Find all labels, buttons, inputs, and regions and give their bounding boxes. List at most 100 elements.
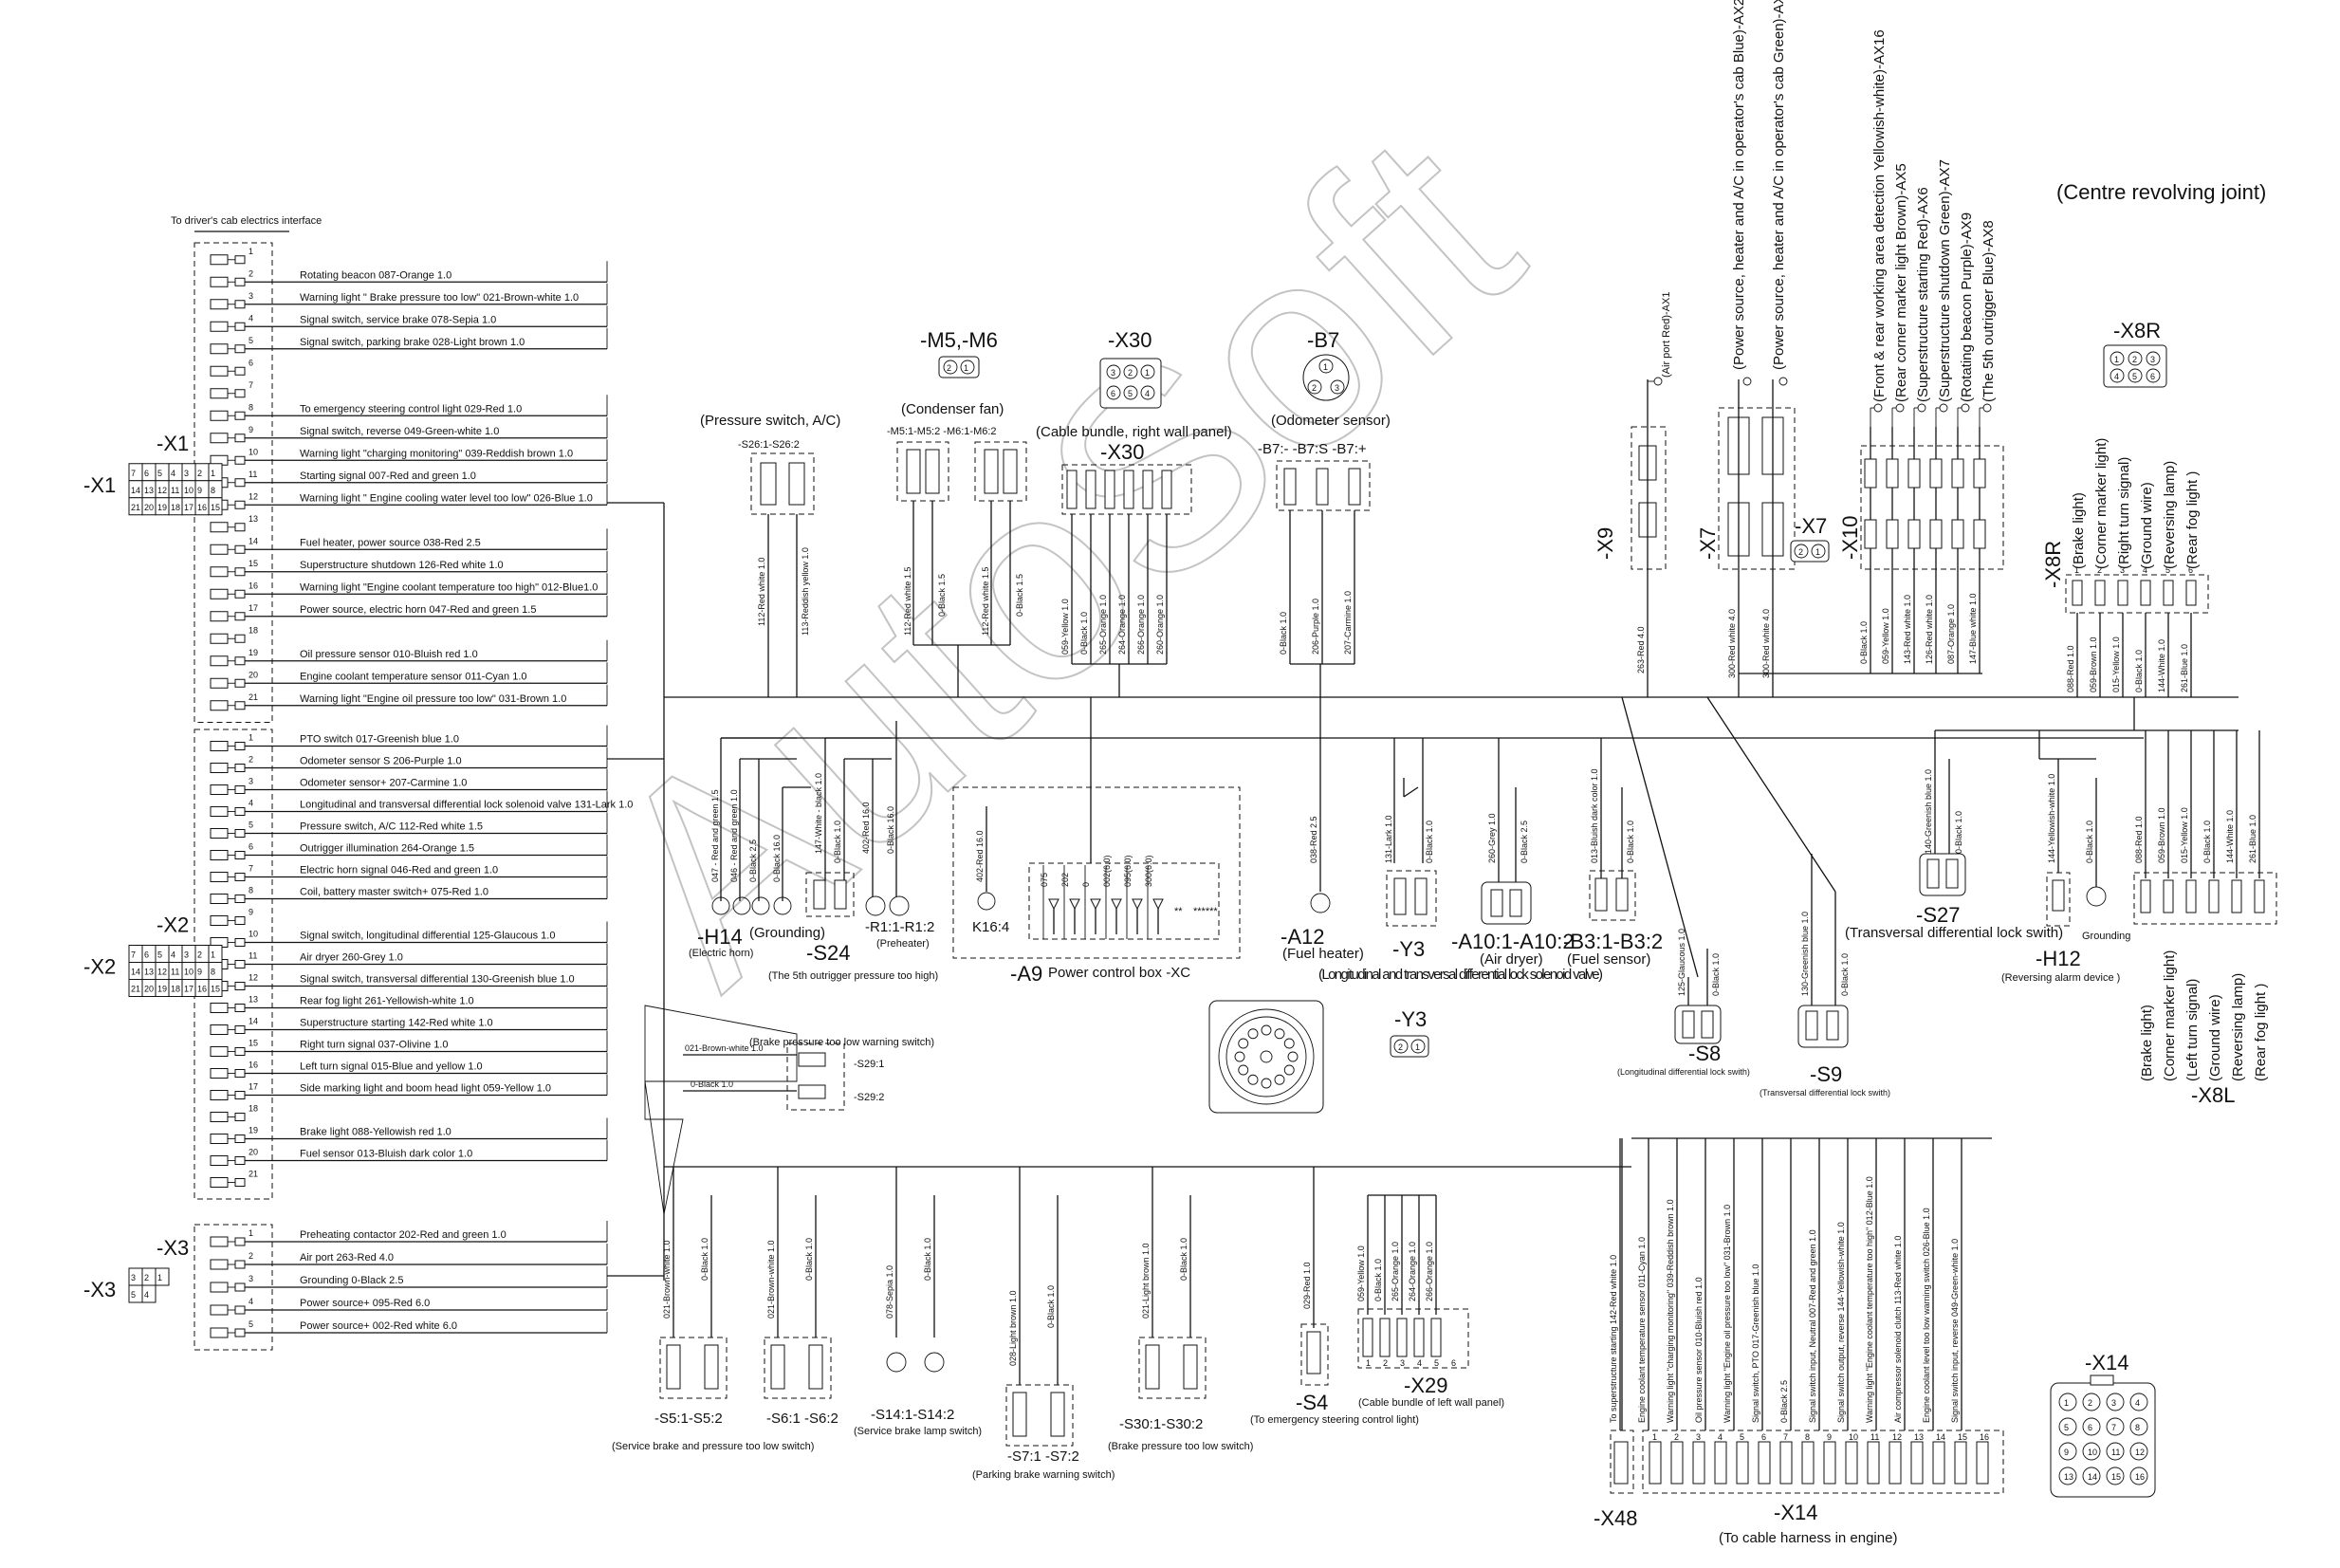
x30-face bbox=[1099, 358, 1162, 409]
x14-face-pin: 5 bbox=[2064, 1423, 2069, 1432]
x14-face-pin: 4 bbox=[2135, 1398, 2140, 1408]
driver-interface-caption: To driver's cab electrics interface bbox=[171, 215, 322, 227]
x2-wire: Signal switch, longitudinal differential… bbox=[245, 921, 608, 944]
x8r-caption: (Rear fog light ) bbox=[2184, 471, 2201, 569]
svg-text:021-Brown-white 1.0: 021-Brown-white 1.0 bbox=[685, 1043, 764, 1053]
a9-column-label: 0 bbox=[1081, 882, 1091, 887]
x1-wire: Warning light "charging monitoring" 039-… bbox=[245, 439, 608, 461]
x2-label: -X2 bbox=[157, 913, 189, 937]
x29-pin: 2 bbox=[1383, 1358, 1388, 1368]
x1-wire: Engine coolant temperature sensor 011-Cy… bbox=[245, 662, 608, 684]
x1-wire: Warning light " Brake pressure too low" … bbox=[245, 283, 608, 305]
x1-label-left: -X1 bbox=[83, 473, 116, 497]
x8l-caption: (Brake light) bbox=[2139, 1005, 2155, 1081]
svg-text:1: 1 bbox=[964, 363, 968, 373]
s26-title: (Pressure switch, A/C) bbox=[700, 413, 840, 429]
component-x8l: 088-Red 1.0(Brake light)059-Brown 1.0(Co… bbox=[2133, 730, 2277, 1107]
x10-outline bbox=[1860, 445, 2004, 570]
x10-caption: (Superstructure starting Red)-AX6 bbox=[1915, 187, 1931, 402]
a10-title: (Air dryer) bbox=[1480, 951, 1543, 968]
x2-face-pin: 11 bbox=[171, 968, 179, 977]
x2-face-pin: 5 bbox=[157, 950, 162, 960]
x2-pin-number: 1 bbox=[249, 733, 253, 743]
s9-label: -S9 bbox=[1810, 1062, 1842, 1086]
x2-pin-number: 5 bbox=[249, 821, 253, 830]
x29-pin: 1 bbox=[1366, 1358, 1371, 1368]
x9-label: -X9 bbox=[1594, 527, 1617, 560]
x2-pin-row: 14 bbox=[210, 1017, 258, 1035]
x2-pin-number: 8 bbox=[249, 886, 253, 895]
x1-pin-number: 5 bbox=[249, 336, 253, 345]
x2-pin-number: 18 bbox=[249, 1104, 258, 1114]
s30-wire-1: 021-Light brown 1.0 bbox=[1141, 1243, 1151, 1319]
x1-face-pin: 5 bbox=[157, 469, 162, 478]
x30-face-pin: 5 bbox=[1128, 389, 1133, 398]
x14-wire-label: Signal switch input, Neutral 007-Red and… bbox=[1808, 1229, 1817, 1423]
a9-column-label: 095(6.0) bbox=[1123, 855, 1133, 887]
x1-pin-row: 10 bbox=[210, 447, 258, 466]
x1-pin-row: 9 bbox=[210, 425, 253, 444]
x29-title: (Cable bundle of left wall panel) bbox=[1358, 1397, 1504, 1409]
svg-text:-S29:1: -S29:1 bbox=[854, 1059, 884, 1070]
x2-wire-label: Air dryer 260-Grey 1.0 bbox=[300, 952, 403, 964]
component-s29: (Brake pressure too low warning switch) … bbox=[644, 1005, 934, 1215]
x8r-caption: (Corner marker light) bbox=[2093, 438, 2110, 569]
x30-face-pin: 4 bbox=[1145, 389, 1150, 398]
x2-wire-label: Left turn signal 015-Blue and yellow 1.0 bbox=[300, 1061, 483, 1073]
x29-wire-label: 266-Orange 1.0 bbox=[1425, 1242, 1434, 1301]
x14-pin: 2 bbox=[1674, 1432, 1679, 1442]
x2-wire: Electric horn signal 046-Red and green 1… bbox=[245, 856, 608, 878]
x8r-caption: (Brake light) bbox=[2071, 492, 2087, 569]
svg-text:0-Black 16.0: 0-Black 16.0 bbox=[886, 806, 895, 854]
x2-pin-number: 20 bbox=[249, 1148, 258, 1157]
x1-face-pin: 7 bbox=[131, 469, 136, 478]
x2-face-pin: 8 bbox=[211, 968, 215, 977]
x14-pin: 11 bbox=[1870, 1432, 1879, 1442]
s14-wire-2: 0-Black 1.0 bbox=[923, 1238, 932, 1281]
x2-pin-number: 12 bbox=[249, 973, 258, 983]
x8l-caption: (Ground wire) bbox=[2207, 994, 2223, 1081]
x14-wire-label: To superstructure starting 142-Red white… bbox=[1609, 1255, 1618, 1423]
x2-face-pin: 19 bbox=[157, 985, 167, 994]
x1-face-pin: 3 bbox=[184, 469, 189, 478]
x3-pin-number: 2 bbox=[249, 1251, 253, 1261]
x1-wire: Starting signal 007-Red and green 1.0 bbox=[245, 461, 608, 484]
svg-text:3: 3 bbox=[1335, 383, 1339, 393]
x2-wire-label: Signal switch, longitudinal differential… bbox=[300, 931, 555, 942]
x3-face-pin: 4 bbox=[144, 1290, 149, 1300]
h12-title: (Reversing alarm device ) bbox=[2001, 972, 2120, 984]
x1-pin-number: 18 bbox=[249, 625, 258, 635]
x2-pin-row: 6 bbox=[210, 842, 253, 860]
x8r-pin-number: 6 bbox=[2188, 565, 2193, 575]
x8r-caption: (Reversing lamp) bbox=[2162, 461, 2178, 569]
svg-text:300-Red white 4.0: 300-Red white 4.0 bbox=[1727, 609, 1737, 678]
x3-wire-label: Power source+ 002-Red white 6.0 bbox=[300, 1320, 457, 1332]
centre-joint-caption: (Centre revolving joint) bbox=[2056, 180, 2266, 204]
a9-column-label: 002(6.0) bbox=[1102, 855, 1112, 887]
component-s9: 130-Greenish blue 1.0 0-Black 1.0 -S9 (T… bbox=[1760, 854, 1890, 1098]
h12-label: -H12 bbox=[2036, 947, 2081, 970]
x1-face-pin: 17 bbox=[184, 503, 193, 512]
x8r-pin-number: 3 bbox=[2120, 565, 2125, 575]
s9-title: (Transversal differential lock swith) bbox=[1760, 1088, 1890, 1098]
x2-wire-label: Coil, battery master switch+ 075-Red 1.0 bbox=[300, 887, 488, 898]
x2-pin-row: 21 bbox=[210, 1170, 258, 1188]
x1-wire-label: Fuel heater, power source 038-Red 2.5 bbox=[300, 537, 481, 548]
xc-label: Power control box -XC bbox=[1048, 965, 1190, 981]
x8r-caption: (Ground wire) bbox=[2139, 482, 2155, 569]
x10-caption: (Rear corner marker light Brown)-AX5 bbox=[1893, 163, 1909, 402]
x2-face-pin: 17 bbox=[184, 985, 193, 994]
x8l-label: -X8L bbox=[2191, 1083, 2235, 1107]
s29-bracket bbox=[644, 1005, 798, 1215]
x1-pin-number: 12 bbox=[249, 491, 258, 501]
component-x10: -X10 0-Black 1.0(Front & rear working ar… bbox=[1838, 29, 2004, 673]
x1-face-pin: 21 bbox=[131, 503, 140, 512]
x1-wire-label: Signal switch, service brake 078-Sepia 1… bbox=[300, 314, 496, 325]
x1-face-pin: 16 bbox=[197, 503, 207, 512]
x8r-wire-label: 261-Blue 1.0 bbox=[2180, 644, 2189, 692]
svg-text:0-Black 1.5: 0-Black 1.5 bbox=[937, 574, 947, 617]
x29-pin: 5 bbox=[1434, 1358, 1439, 1368]
